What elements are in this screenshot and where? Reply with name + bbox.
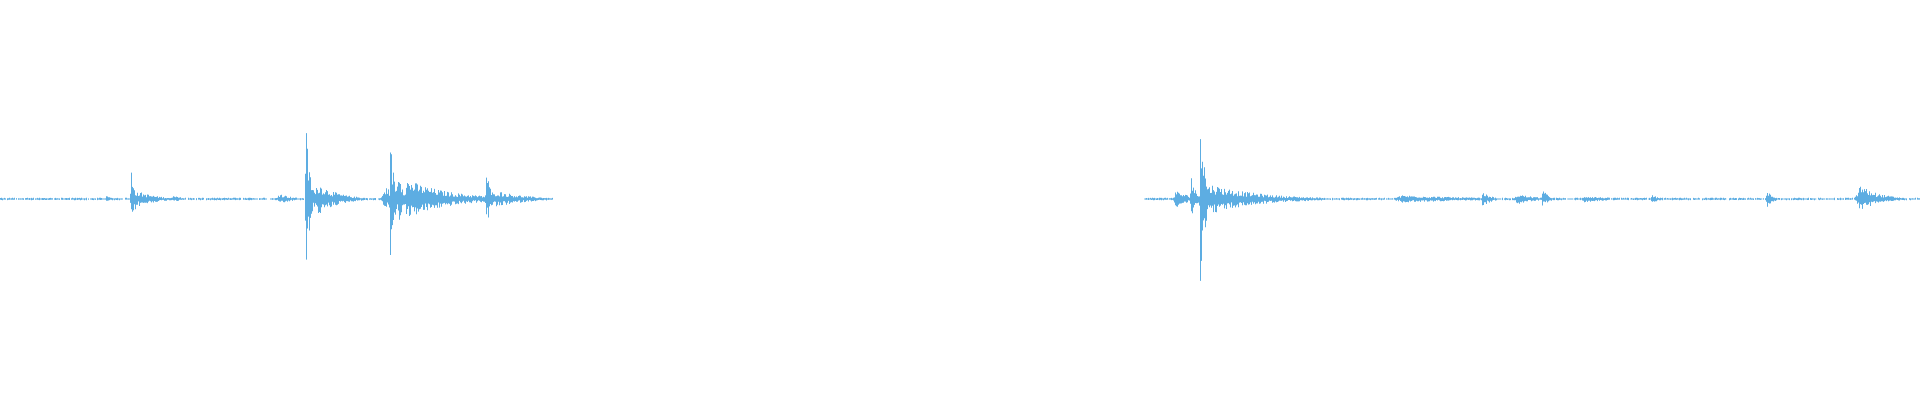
- waveform-path: [0, 133, 1920, 281]
- waveform-samples: [0, 133, 1920, 281]
